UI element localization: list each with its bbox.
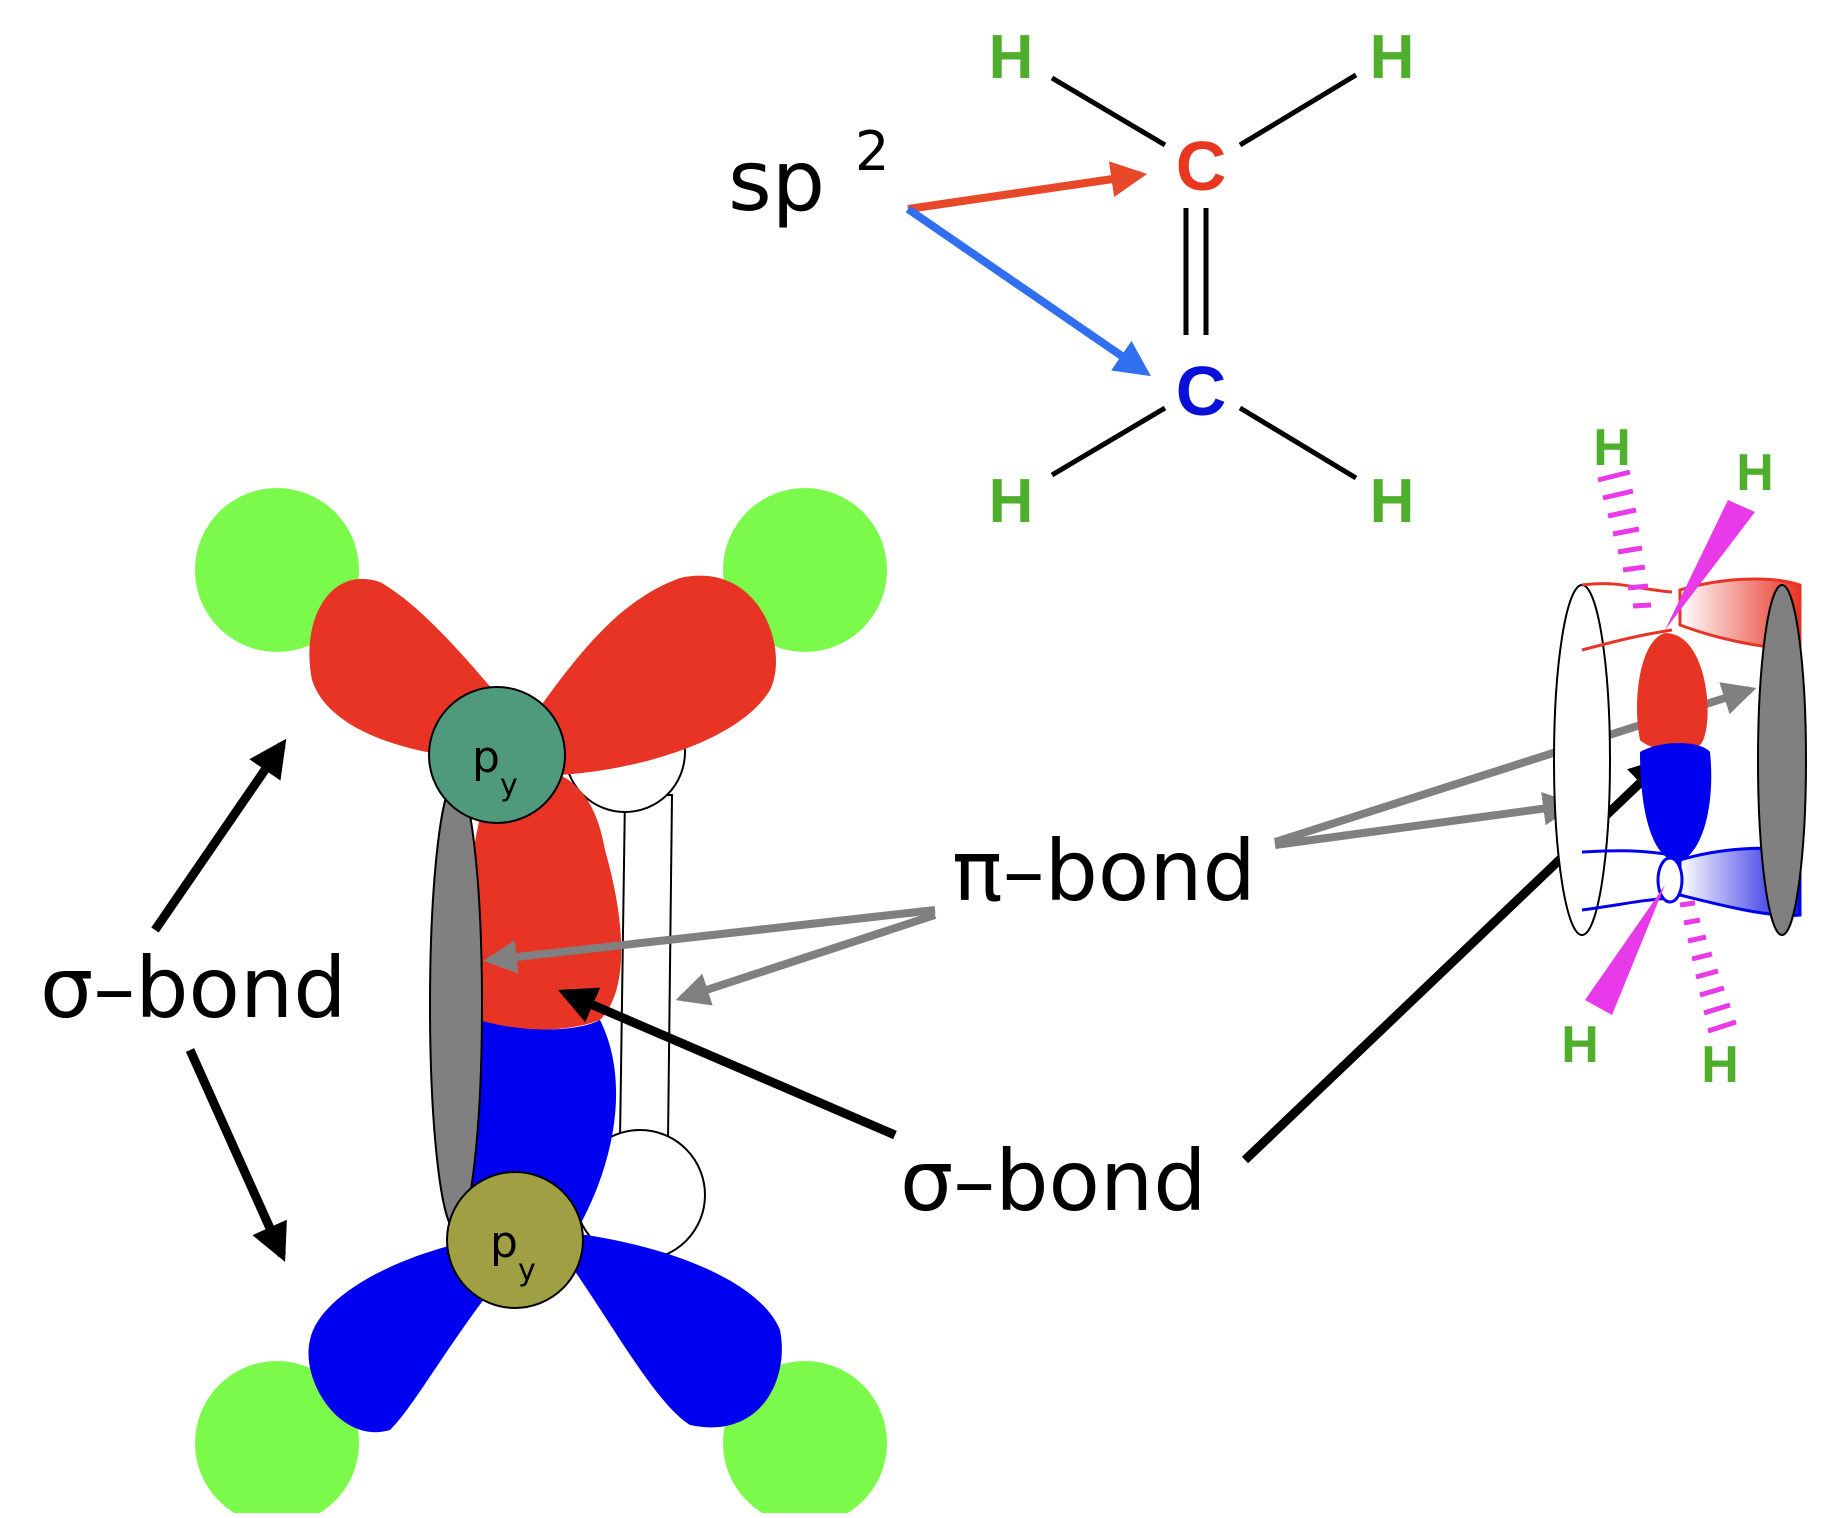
pi-bond-grey-lobe bbox=[429, 779, 483, 1231]
py-top-label: p bbox=[472, 732, 500, 783]
h-atom-bottom-left: H bbox=[989, 467, 1034, 536]
py-bottom-label: p bbox=[490, 1217, 518, 1268]
side-view-red-center bbox=[1637, 633, 1708, 751]
side-h-bottom-left: H bbox=[1561, 1016, 1599, 1074]
sigma-left-arrow-down bbox=[185, 1048, 287, 1262]
wedge-bond-bottom-left bbox=[1585, 885, 1665, 1015]
hydrogen-sphere-top-right bbox=[723, 488, 887, 652]
side-h-bottom-right: H bbox=[1701, 1036, 1739, 1094]
bond-c-h-bottom-right bbox=[1238, 405, 1358, 481]
hydrogen-sphere-bottom-left bbox=[195, 1361, 359, 1518]
pi-arrow-to-side-white bbox=[1274, 791, 1577, 849]
py-orbital-bottom bbox=[446, 1171, 584, 1309]
sp2-arrow-to-top-carbon bbox=[907, 161, 1148, 213]
sigma-bond-label-left: σ–bond bbox=[40, 939, 347, 1037]
sigma-bond-label-center: σ–bond bbox=[900, 1132, 1207, 1230]
py-orbital-top bbox=[428, 686, 566, 824]
sigma-left-arrow-up bbox=[151, 738, 287, 933]
h-atom-top-right: H bbox=[1370, 23, 1415, 92]
bond-c-h-top-left bbox=[1050, 75, 1167, 148]
side-view-grey-lobe bbox=[1757, 584, 1807, 936]
ethylene-structural-formula: H H H H C C sp 2 bbox=[728, 23, 1414, 536]
pi-arrow-to-grey-lobe bbox=[483, 906, 936, 974]
sigma-center-arrow-left bbox=[558, 987, 897, 1140]
side-view-blue-center bbox=[1640, 743, 1712, 862]
side-h-top-right: H bbox=[1736, 444, 1774, 502]
side-h-top-left: H bbox=[1593, 419, 1631, 477]
sp2-lobe-red-right bbox=[525, 575, 776, 775]
orbital-model: p y p y bbox=[195, 488, 887, 1518]
sp2-label-main: sp bbox=[728, 132, 825, 230]
carbon-bottom: C bbox=[1176, 352, 1227, 430]
sp2-lobe-blue-right bbox=[545, 1230, 782, 1428]
pi-arrow-to-back-lobe bbox=[675, 911, 937, 1006]
bond-c-h-bottom-left bbox=[1050, 405, 1167, 478]
bond-c-h-top-right bbox=[1238, 72, 1358, 148]
hash-bond-bottom-right bbox=[1679, 900, 1737, 1034]
sigma-bond-left-callout: σ–bond bbox=[40, 738, 347, 1262]
h-atom-top-left: H bbox=[989, 23, 1034, 92]
wedge-bond-top-right bbox=[1665, 500, 1755, 630]
sp2-arrow-to-bottom-carbon bbox=[905, 205, 1151, 377]
side-view-white-lobe bbox=[1553, 584, 1611, 936]
pi-bond-callout: π–bond bbox=[483, 682, 1757, 1006]
side-view-model: H H H H bbox=[1553, 419, 1807, 1094]
back-pi-tube bbox=[618, 794, 674, 1141]
sp2-label: sp 2 bbox=[728, 120, 889, 230]
py-top-subscript: y bbox=[500, 768, 518, 803]
side-view-blue-small-lobe bbox=[1656, 856, 1684, 904]
pi-bond-label: π–bond bbox=[952, 822, 1256, 920]
carbon-top: C bbox=[1176, 127, 1227, 205]
hash-bond-top-left bbox=[1597, 469, 1652, 609]
sp2-label-superscript: 2 bbox=[855, 120, 889, 183]
h-atom-bottom-right: H bbox=[1370, 467, 1415, 536]
py-bottom-subscript: y bbox=[518, 1253, 536, 1288]
